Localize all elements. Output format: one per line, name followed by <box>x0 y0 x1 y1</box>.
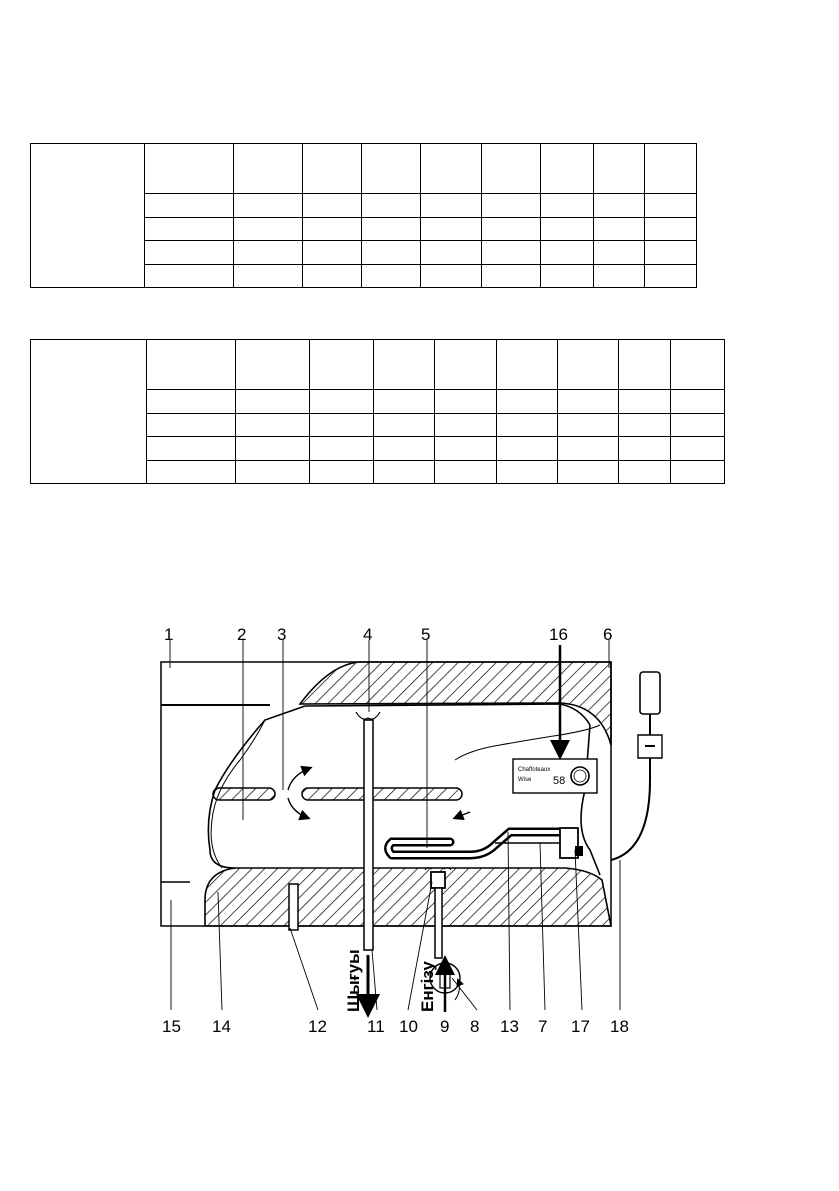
callout-3: 3 <box>277 625 286 644</box>
callout-1: 1 <box>164 625 173 644</box>
callout-12: 12 <box>308 1017 327 1036</box>
inlet-label: Енгізу <box>418 961 437 1012</box>
top-insulation <box>298 661 612 746</box>
callout-13: 13 <box>500 1017 519 1036</box>
callout-4: 4 <box>363 625 372 644</box>
callout-9: 9 <box>440 1017 449 1036</box>
svg-text:Wise: Wise <box>518 777 532 783</box>
callout-15: 15 <box>162 1017 181 1036</box>
callout-17: 17 <box>571 1017 590 1036</box>
bottom-insulation <box>204 867 612 927</box>
callout-11: 11 <box>367 1017 385 1036</box>
callout-5: 5 <box>421 625 430 644</box>
callout-6: 6 <box>603 625 612 644</box>
panel-display: 58 <box>553 775 565 787</box>
panel-brand: Chaffoteaux <box>518 767 550 773</box>
callout-16: 16 <box>549 625 568 644</box>
callout-2: 2 <box>237 625 246 644</box>
water-heater-diagram: Chaffoteaux Wise 58 1 2 3 4 5 <box>160 625 663 1036</box>
callout-10: 10 <box>399 1017 418 1036</box>
spec-table-2 <box>30 339 725 484</box>
callout-18: 18 <box>610 1017 629 1036</box>
callout-8: 8 <box>470 1017 479 1036</box>
spec-table-1 <box>30 143 697 288</box>
outlet-label: Шығуы <box>344 949 363 1012</box>
row-header-cell <box>30 339 147 484</box>
callout-14: 14 <box>212 1017 231 1036</box>
callout-7: 7 <box>538 1017 547 1036</box>
row-header-cell <box>30 143 145 288</box>
